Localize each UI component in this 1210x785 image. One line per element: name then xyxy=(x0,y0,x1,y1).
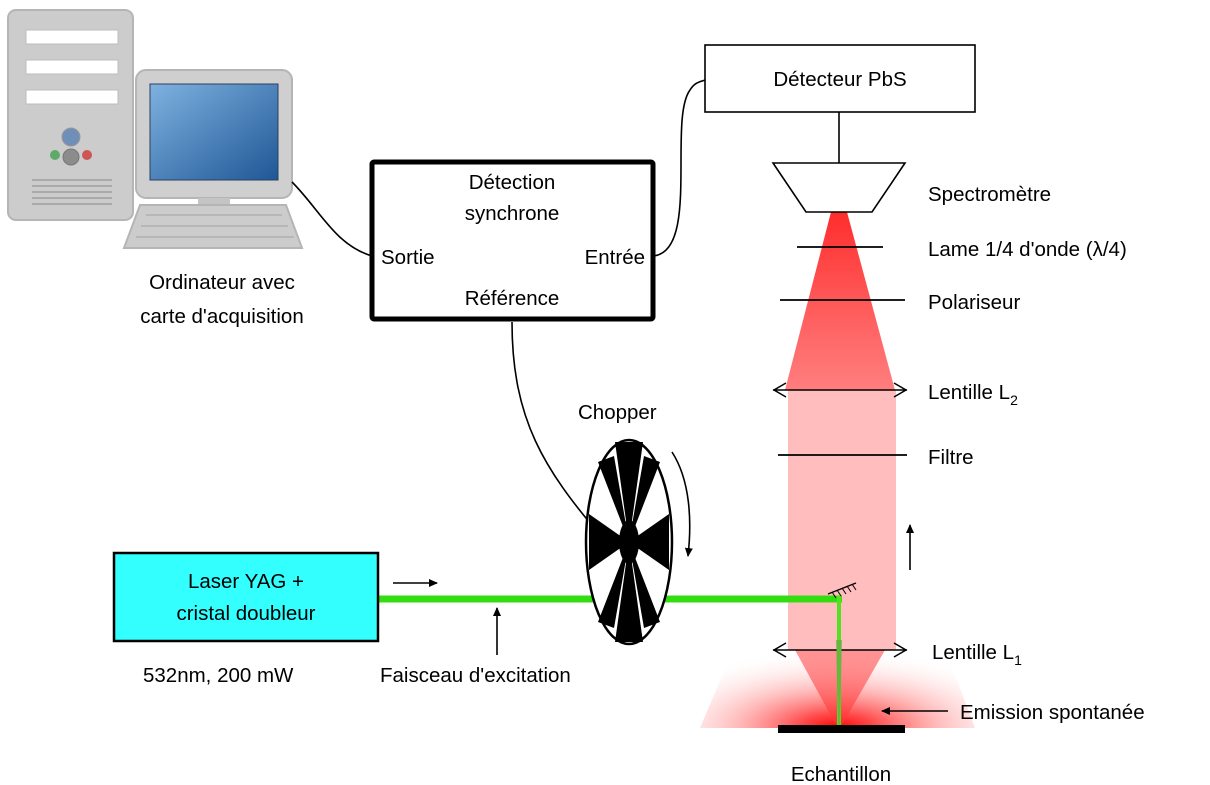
lockin-title-line2: synchrone xyxy=(465,202,560,225)
lens-l1-label: Lentille L1 xyxy=(932,641,1022,668)
emission-label: Emission spontanée xyxy=(960,701,1145,724)
lens-l2-label: Lentille L2 xyxy=(928,381,1018,408)
sample-label: Echantillon xyxy=(791,763,891,785)
quarter-wave-plate-label: Lame 1/4 d'onde (λ/4) xyxy=(928,238,1127,261)
polarizer-label: Polariseur xyxy=(928,291,1020,314)
lockin-title-line1: Détection xyxy=(469,171,556,194)
lockin-reference-label: Référence xyxy=(465,287,560,310)
detector-label: Détecteur PbS xyxy=(773,68,906,91)
lens-l2-icon xyxy=(772,382,908,398)
monitor-screen xyxy=(149,83,279,181)
cable-computer-to-output xyxy=(291,181,373,257)
excitation-beam-focus xyxy=(836,640,842,725)
laser-label-line2: cristal doubleur xyxy=(176,602,315,625)
collimated-beam xyxy=(788,390,896,650)
lockin-output-label: Sortie xyxy=(381,246,435,269)
computer-icon xyxy=(7,9,304,249)
chopper-wheel-icon xyxy=(584,438,674,646)
mirror-icon xyxy=(827,582,857,599)
laser-specs: 532nm, 200 mW xyxy=(143,664,294,687)
cable-reference-to-chopper xyxy=(511,321,601,536)
laser-box xyxy=(112,551,380,643)
lockin-amplifier-box xyxy=(369,159,656,322)
excitation-beam-label: Faisceau d'excitation xyxy=(380,664,571,687)
computer-caption-line2: carte d'acquisition xyxy=(140,305,303,328)
chopper-rotation-arrow-icon xyxy=(671,451,693,557)
spectrometer-label: Spectromètre xyxy=(928,183,1051,206)
sample-bar xyxy=(778,725,905,733)
detector-box xyxy=(704,44,976,113)
spectrometer-icon xyxy=(771,162,907,213)
collected-beam-cone xyxy=(785,212,895,390)
cable-input-to-detector xyxy=(652,79,706,257)
laser-label-line1: Laser YAG + xyxy=(188,570,304,593)
computer-caption-line1: Ordinateur avec xyxy=(149,271,295,294)
lockin-input-label: Entrée xyxy=(585,246,645,269)
chopper-label: Chopper xyxy=(578,401,657,424)
filter-label: Filtre xyxy=(928,446,974,469)
